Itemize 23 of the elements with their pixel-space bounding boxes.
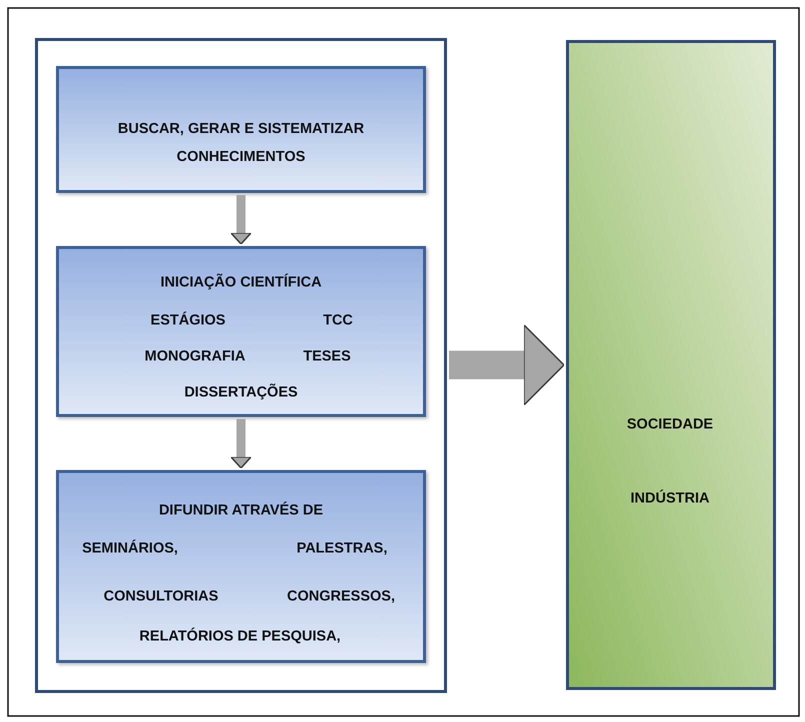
box-label: DIFUNDIR ATRAVÉS DE	[158, 502, 324, 520]
process-box	[56, 470, 426, 663]
process-box	[56, 66, 426, 193]
box-label: TCC	[323, 312, 353, 330]
block-arrow	[230, 195, 252, 245]
box-label: MONOGRAFIA	[144, 348, 246, 366]
box-label: TESES	[303, 348, 351, 366]
container-box	[35, 38, 447, 693]
box-label: SEMINÁRIOS,	[82, 540, 178, 558]
box-label: CONGRESSOS,	[287, 588, 395, 606]
box-label: CONSULTORIAS	[104, 588, 218, 606]
block-arrow	[230, 419, 252, 469]
box-label: DISSERTAÇÕES	[184, 384, 298, 402]
target-box	[566, 40, 776, 690]
box-label: SOCIEDADE	[626, 416, 714, 434]
block-arrow	[449, 324, 565, 406]
box-label: RELATÓRIOS DE PESQUISA,	[139, 628, 341, 646]
box-label: BUSCAR, GERAR E SISTEMATIZAR CONHECIMENTOS	[116, 120, 366, 167]
box-label: PALESTRAS,	[296, 540, 388, 558]
box-label: ESTÁGIOS	[150, 312, 226, 330]
box-label: INDÚSTRIA	[630, 490, 710, 508]
process-box	[56, 246, 426, 417]
box-label: INICIAÇÃO CIENTÍFICA	[160, 274, 322, 292]
